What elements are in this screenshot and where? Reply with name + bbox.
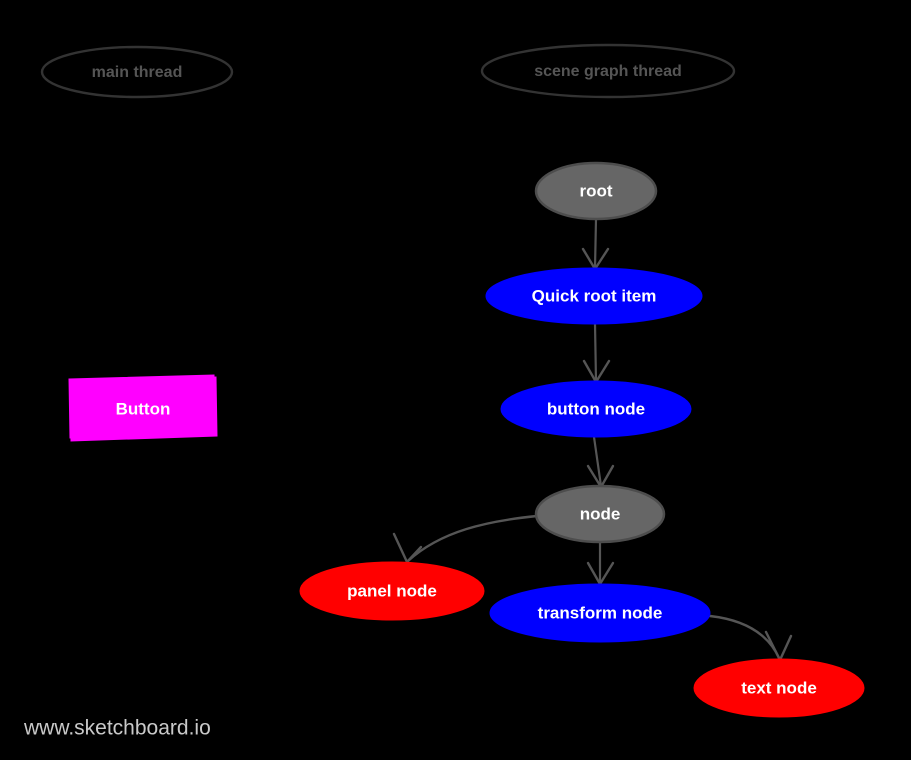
swimlane-scene-graph-thread-label: scene graph thread	[534, 63, 682, 80]
arrowhead-icon	[392, 532, 423, 564]
node-node-shape	[534, 484, 666, 544]
node-node-label: node	[580, 504, 621, 523]
node-button-label: Button	[116, 399, 171, 418]
node-quick-root-item-shape	[485, 267, 703, 325]
node-layer: root Quick root item Button button node	[68, 161, 865, 718]
node-button[interactable]: Button	[68, 374, 218, 442]
arrowhead-icon	[764, 630, 793, 662]
watermark: www.sketchboard.io	[23, 717, 211, 740]
node-text-node-shape	[693, 658, 865, 718]
node-text-node[interactable]: text node	[693, 658, 865, 718]
node-root-shape	[534, 161, 658, 221]
edge-quick-root-item-to-button-node[interactable]	[582, 322, 611, 384]
node-button-shape-sketch	[68, 374, 216, 439]
node-panel-node[interactable]: panel node	[299, 561, 485, 621]
node-quick-root-item-label: Quick root item	[532, 286, 657, 305]
node-transform-node-shape	[489, 583, 711, 643]
edge-transform-node-to-text-node[interactable]	[708, 614, 793, 662]
swimlane-scene-graph-thread-outline	[480, 43, 736, 99]
swimlane-layer: main thread scene graph thread	[40, 43, 736, 99]
node-root[interactable]: root	[534, 161, 658, 221]
node-button-node-shape	[500, 380, 692, 438]
node-root-label: root	[579, 181, 612, 200]
swimlane-scene-graph-thread[interactable]: scene graph thread	[480, 43, 736, 99]
edge-node-to-panel-node[interactable]	[392, 514, 539, 564]
edge-root-to-quick-root-item[interactable]	[581, 217, 610, 271]
swimlane-main-thread-outline	[40, 45, 234, 99]
node-panel-node-label: panel node	[347, 581, 437, 600]
swimlane-main-thread-label: main thread	[92, 64, 183, 81]
node-panel-node-shape	[299, 561, 485, 621]
edge-button-node-to-node[interactable]	[586, 435, 615, 489]
edge-node-to-transform-node[interactable]	[586, 540, 615, 586]
swimlane-main-thread[interactable]: main thread	[40, 45, 234, 99]
node-text-node-label: text node	[741, 678, 817, 697]
node-quick-root-item[interactable]: Quick root item	[485, 267, 703, 325]
node-node[interactable]: node	[534, 484, 666, 544]
node-button-node-label: button node	[547, 399, 645, 418]
node-transform-node-label: transform node	[538, 603, 663, 622]
node-button-node[interactable]: button node	[500, 380, 692, 438]
node-transform-node[interactable]: transform node	[489, 583, 711, 643]
